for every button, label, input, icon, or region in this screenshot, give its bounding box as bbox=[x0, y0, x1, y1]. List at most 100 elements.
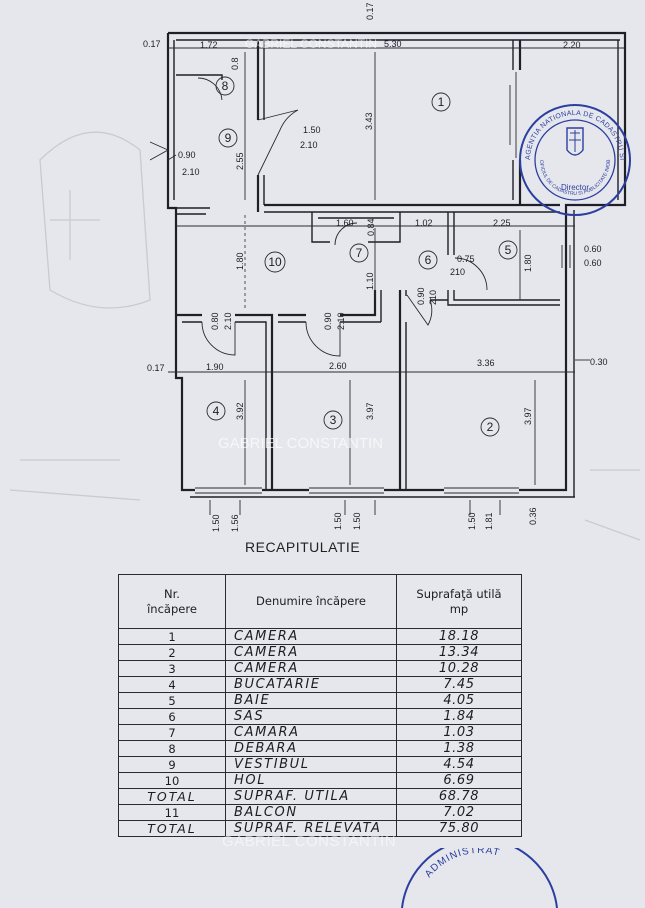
dim-w4-b: 1.56 bbox=[230, 514, 240, 532]
dim-h-397a: 3.97 bbox=[365, 402, 375, 420]
dim-top-3: 2.20 bbox=[563, 40, 581, 50]
row-name: DEBARA bbox=[225, 740, 397, 757]
dim-w3-b: 1.50 bbox=[352, 512, 362, 530]
row-nr: 5 bbox=[118, 692, 226, 709]
row-area: 4.54 bbox=[396, 756, 522, 773]
dim-door6-075: 0.75 bbox=[457, 254, 475, 264]
row-area: 6.69 bbox=[396, 772, 522, 789]
row-area: 7.02 bbox=[396, 804, 522, 821]
dim-180a: 1.80 bbox=[235, 252, 245, 270]
row-nr: 1 bbox=[118, 628, 226, 645]
dim-w-036: 0.36 bbox=[528, 507, 538, 525]
stamp-center: Director bbox=[561, 183, 589, 192]
recap-title: RECAPITULATIE bbox=[245, 539, 361, 555]
dim-mid-3: 3.36 bbox=[477, 358, 495, 368]
dimension-lines bbox=[168, 47, 625, 515]
dim-102: 1.02 bbox=[415, 218, 433, 228]
dim-160: 1.60 bbox=[336, 218, 354, 228]
room-numbers: 1 2 3 4 5 6 7 8 9 10 bbox=[206, 76, 518, 437]
header-area-line1: Suprafaţă utilă bbox=[416, 586, 502, 601]
row-name: CAMERA bbox=[225, 660, 397, 677]
row-name: CAMERA bbox=[225, 644, 397, 661]
row-nr: 2 bbox=[118, 644, 226, 661]
dim-door-210: 2.10 bbox=[182, 167, 200, 177]
dim-mid-left: 0.17 bbox=[147, 363, 165, 373]
dim-top-left-wall: 0.17 bbox=[143, 39, 161, 49]
row-name: BUCATARIE bbox=[225, 676, 397, 693]
row-nr: 10 bbox=[118, 772, 226, 789]
dim-w2-a: 1.50 bbox=[467, 512, 477, 530]
row-area: 4.05 bbox=[396, 692, 522, 709]
row-area: 7.45 bbox=[396, 676, 522, 693]
dim-door2-090: 0.90 bbox=[416, 287, 426, 305]
dim-top-2: 5.30 bbox=[384, 39, 402, 49]
dim-180b: 1.80 bbox=[523, 254, 533, 272]
stamp-text: AGENTIA NATIONALA DE CADASTRU SI PUBLICI… bbox=[0, 0, 625, 160]
header-name: Denumire încăpere bbox=[225, 574, 397, 629]
dim-door3-210: 2.10 bbox=[336, 312, 346, 330]
bottom-stamp: ADMINISTRAT bbox=[401, 848, 558, 908]
dim-110: 1.10 bbox=[365, 272, 375, 290]
header-nr: Nr. încăpere bbox=[118, 574, 226, 629]
dim-door4-210: 2.10 bbox=[223, 312, 233, 330]
dim-mid-2: 2.60 bbox=[329, 361, 347, 371]
row-area: 10.28 bbox=[396, 660, 522, 677]
dim-mid-right: 0.30 bbox=[590, 357, 608, 367]
dim-060b: 0.60 bbox=[584, 258, 602, 268]
row-name: BALCON bbox=[225, 804, 397, 821]
watermark-middle: GABRIEL CONSTANTIN bbox=[218, 435, 383, 452]
row-area: 1.84 bbox=[396, 708, 522, 725]
room-number-1: 1 bbox=[438, 95, 445, 109]
row-name: VESTIBUL bbox=[225, 756, 397, 773]
row-nr: 9 bbox=[118, 756, 226, 773]
background-markings bbox=[9, 131, 641, 541]
outer-walls bbox=[166, 31, 627, 498]
row-name: SUPRAF. UTILA bbox=[225, 788, 397, 805]
row-area: 1.03 bbox=[396, 724, 522, 741]
row-nr: 7 bbox=[118, 724, 226, 741]
row-nr: TOTAL bbox=[118, 820, 226, 837]
dim-w4-a: 1.50 bbox=[211, 514, 221, 532]
dim-door2-210: 210 bbox=[428, 290, 438, 305]
room-number-3: 3 bbox=[330, 413, 337, 427]
dim-060a: 0.60 bbox=[584, 244, 602, 254]
dim-255: 2.55 bbox=[235, 152, 245, 170]
dim-08: 0.8 bbox=[230, 57, 240, 70]
interior-walls bbox=[176, 40, 560, 490]
row-area: 13.34 bbox=[396, 644, 522, 661]
dim-343: 3.43 bbox=[364, 112, 374, 130]
row-nr: 3 bbox=[118, 660, 226, 677]
room-number-9: 9 bbox=[225, 131, 232, 145]
row-area: 75.80 bbox=[396, 820, 522, 837]
windows bbox=[195, 245, 571, 494]
watermark-top: GABRIEL CONSTANTIN bbox=[245, 37, 377, 51]
dim-h-397b: 3.97 bbox=[523, 407, 533, 425]
row-area: 1.38 bbox=[396, 740, 522, 757]
coat-of-arms-icon bbox=[566, 127, 584, 156]
dim-mid-1: 1.90 bbox=[206, 362, 224, 372]
row-nr: 6 bbox=[118, 708, 226, 725]
room-number-2: 2 bbox=[487, 420, 494, 434]
room-number-10: 10 bbox=[268, 255, 282, 269]
header-area: Suprafaţă utilă mp bbox=[396, 574, 522, 629]
row-name: CAMERA bbox=[225, 628, 397, 645]
dim-w3-a: 1.50 bbox=[333, 512, 343, 530]
dim-door3-090: 0.90 bbox=[323, 312, 333, 330]
svg-text:AGENTIA NATIONALA DE CADASTRU: AGENTIA NATIONALA DE CADASTRU SI PUBLICI… bbox=[0, 0, 625, 160]
header-area-line2: mp bbox=[449, 601, 469, 616]
room-number-5: 5 bbox=[505, 243, 512, 257]
recap-table: Nr. încăpere Denumire încăpere Suprafaţă… bbox=[118, 574, 522, 837]
row-name: SAS bbox=[225, 708, 397, 725]
dim-door9-150: 1.50 bbox=[303, 125, 321, 135]
dim-door6-210: 210 bbox=[450, 267, 465, 277]
dim-084: 0.84 bbox=[366, 218, 376, 236]
